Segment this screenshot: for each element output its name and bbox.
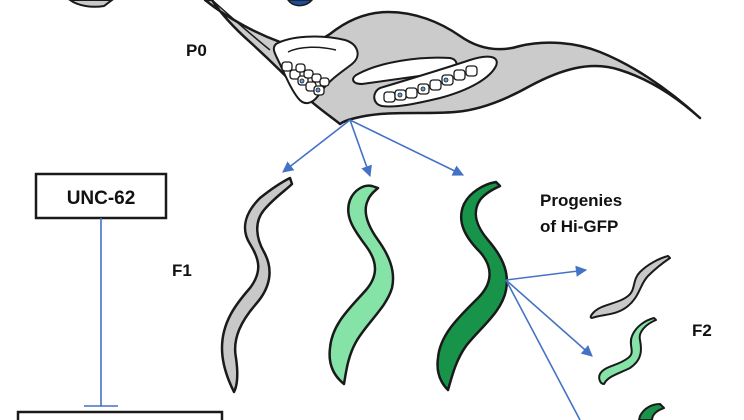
f2-worm-dark-green-partial <box>638 403 665 420</box>
progenies-label-line1: Progenies <box>540 191 622 210</box>
f2-label: F2 <box>692 321 712 340</box>
partial-blue-shape <box>287 0 314 7</box>
bottom-target-box-partial <box>16 410 224 420</box>
f2-worm-light-green <box>598 317 657 385</box>
f1-label: F1 <box>172 261 192 280</box>
f2-worm-gray <box>589 255 671 319</box>
unc62-box <box>34 172 168 220</box>
arrows-p0-to-f1 <box>282 119 465 178</box>
p0-tail-fold <box>211 0 271 51</box>
f1-worm-light-green <box>328 184 395 386</box>
p0-label: P0 <box>186 41 207 60</box>
f1-worm-dark-green <box>436 180 509 392</box>
inhibition-line <box>84 218 118 407</box>
embryos-anterior <box>281 61 330 96</box>
gonad-anterior <box>272 35 359 104</box>
partial-worm-left <box>68 0 114 8</box>
embryos-posterior <box>383 65 478 103</box>
germline-curl <box>287 46 337 53</box>
f1-worm-gray <box>220 176 294 394</box>
progenies-label-line2: of Hi-GFP <box>540 217 618 236</box>
unc62-label: UNC-62 <box>67 188 136 209</box>
arrows-f1-to-f2 <box>505 265 593 420</box>
embryo-dots <box>299 77 449 98</box>
